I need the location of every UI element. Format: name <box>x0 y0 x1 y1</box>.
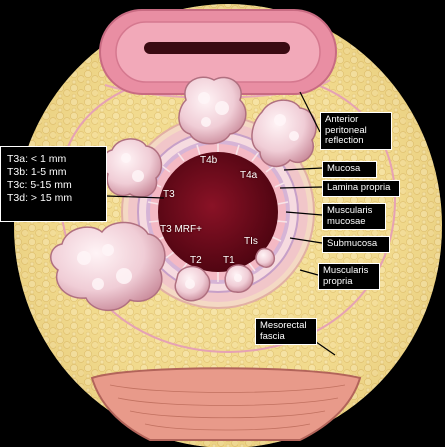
tumor-t4b <box>178 76 247 145</box>
t3d-label: T3d: > 15 mm <box>7 192 73 204</box>
tumor-t3-mrf <box>50 221 166 311</box>
stage-t1-label: T1 <box>223 255 235 266</box>
t3-depth-legend: T3a: < 1 mm T3b: 1-5 mm T3c: 5-15 mm T3d… <box>0 146 107 222</box>
submucosa-label: Submucosa <box>322 236 390 253</box>
stage-t3-label: T3 <box>163 189 175 200</box>
rectal-lumen <box>158 152 278 272</box>
anterior-peritoneal-reflection-label: Anterior peritoneal reflection <box>320 112 392 150</box>
leader-lines <box>106 91 336 356</box>
muscularis-propria-label: Muscularis propria <box>318 263 380 290</box>
mesorectal-fascia-label: Mesorectal fascia <box>255 318 317 345</box>
stage-t2-label: T2 <box>190 255 202 266</box>
pelvic-floor-muscle <box>90 367 362 441</box>
t3c-label: T3c: 5-15 mm <box>7 179 72 191</box>
muscularis-mucosae-label: Muscularis mucosae <box>322 203 386 230</box>
lamina-propria-label: Lamina propria <box>322 180 400 197</box>
anterior-organ-lumen <box>144 42 290 54</box>
tumor-tis <box>255 247 276 268</box>
mucosa-label: Mucosa <box>322 161 377 178</box>
t3b-label: T3b: 1-5 mm <box>7 166 67 178</box>
stage-tis-label: TIs <box>244 236 258 247</box>
tumor-deposits <box>50 76 317 311</box>
t3a-label: T3a: < 1 mm <box>7 153 67 165</box>
stage-t4a-label: T4a <box>240 170 258 181</box>
tumor-t4a <box>251 99 317 168</box>
stage-t3-mrf-label: T3 MRF+ <box>160 224 202 235</box>
stage-t4b-label: T4b <box>200 155 218 166</box>
